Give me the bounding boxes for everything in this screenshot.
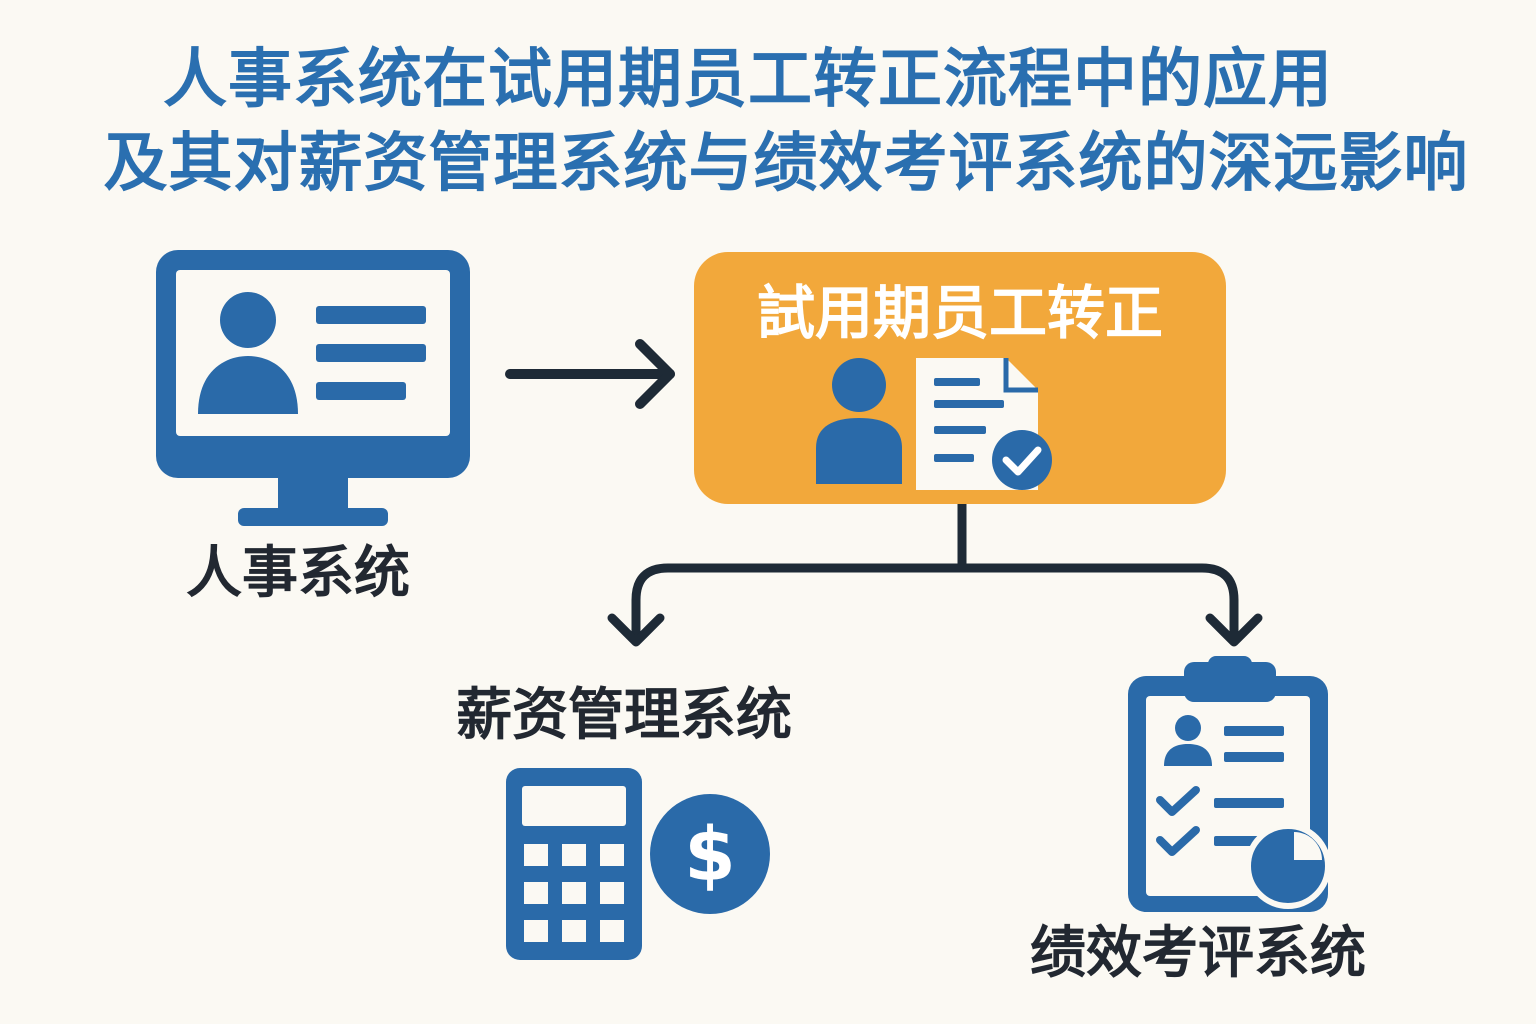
payroll-system-label: 薪资管理系统 <box>456 683 792 748</box>
employee-document-check-icon <box>816 358 1052 490</box>
hr-system-label: 人事系统 <box>186 541 410 606</box>
clipboard-checklist-chart-icon <box>1128 656 1331 912</box>
page-subtitle: 及其对薪资管理系统与绩效考评系统的深远影响 <box>103 127 1469 201</box>
svg-text:$: $ <box>684 812 736 898</box>
calculator-dollar-icon: $ <box>506 768 770 960</box>
arrow-right-icon <box>505 339 675 409</box>
probation-conversion-card: 試用期员工转正 <box>694 252 1226 504</box>
monitor-profile-icon <box>156 250 470 526</box>
performance-system-label: 绩效考评系统 <box>1030 921 1366 986</box>
branch-arrows-icon <box>607 504 1263 647</box>
probation-conversion-label: 試用期员工转正 <box>756 279 1163 347</box>
page-title: 人事系统在试用期员工转正流程中的应用 <box>163 43 1333 117</box>
